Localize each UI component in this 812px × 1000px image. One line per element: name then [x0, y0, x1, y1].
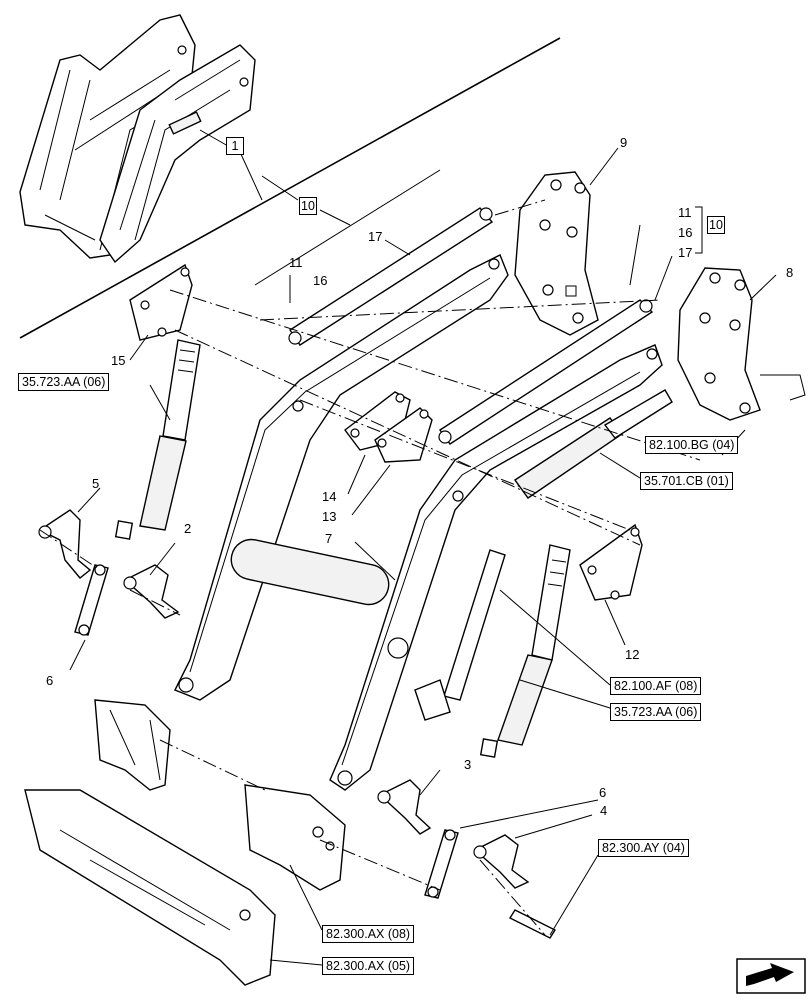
leader-1b — [239, 151, 263, 201]
group-10-bracket-line — [254, 169, 441, 286]
leader-10a — [319, 209, 351, 226]
ref-35-701-cb[interactable]: 35.701.CB (01) — [640, 472, 733, 490]
lower-links-right — [377, 779, 557, 939]
section-divider-line — [19, 37, 561, 339]
alignment-lines — [39, 199, 701, 936]
callout-16a: 16 — [313, 273, 328, 288]
leveling-cylinder — [514, 389, 673, 499]
leader-1c — [261, 175, 299, 201]
lower-links-left — [38, 509, 180, 636]
mounting-frame-upper — [94, 699, 171, 791]
callout-9: 9 — [620, 135, 628, 150]
loader-overview-thumbnail — [19, 14, 256, 264]
lift-arm-frame — [174, 254, 663, 791]
callout-11a: 11 — [289, 255, 303, 270]
shock-absorber-left — [114, 339, 201, 540]
callout-17a: 17 — [368, 229, 383, 244]
callout-6b: 6 — [599, 785, 607, 800]
callout-5: 5 — [92, 476, 100, 491]
cylinder-plate-right — [579, 523, 643, 601]
shock-absorber-right — [479, 544, 571, 758]
group-bracket — [695, 206, 703, 254]
cross-tube-upper — [288, 207, 494, 346]
ref-35-723-aa-lower[interactable]: 35.723.AA (06) — [610, 703, 702, 721]
ref-82-100-bg[interactable]: 82.100.BG (04) — [645, 436, 739, 454]
callout-4: 4 — [600, 803, 608, 818]
leader-lines — [69, 147, 777, 966]
callout-8: 8 — [786, 265, 794, 280]
ref-35-723-aa-upper[interactable]: 35.723.AA (06) — [18, 373, 110, 391]
link-plates — [344, 391, 433, 463]
callout-2: 2 — [184, 521, 192, 536]
indicator-rod — [414, 549, 506, 721]
cylinder-plate-left — [129, 263, 193, 341]
callout-7: 7 — [325, 531, 333, 546]
callout-14: 14 — [322, 489, 337, 504]
attachment-bracket-left — [514, 171, 599, 336]
callout-11b: 11 — [678, 205, 692, 220]
next-page-arrow-icon[interactable] — [736, 958, 806, 994]
cross-tube-lower — [438, 299, 654, 445]
callout-16b: 16 — [678, 225, 693, 240]
mounting-frame-middle — [244, 784, 346, 891]
leader-1 — [199, 129, 229, 147]
attachment-bracket-right — [677, 267, 806, 421]
callout-12: 12 — [625, 647, 640, 662]
callout-13: 13 — [322, 509, 337, 524]
boxed-callout-10a: 10 — [299, 197, 317, 215]
boxed-callout-10b: 10 — [707, 216, 725, 234]
ref-82-100-af[interactable]: 82.100.AF (08) — [610, 677, 702, 695]
ref-82-300-ax-08[interactable]: 82.300.AX (08) — [322, 925, 415, 943]
boxed-callout-1: 1 — [226, 137, 244, 155]
ref-82-300-ax-05[interactable]: 82.300.AX (05) — [322, 957, 415, 975]
callout-3: 3 — [464, 757, 472, 772]
callout-17b: 17 — [678, 245, 693, 260]
ref-82-300-ay[interactable]: 82.300.AY (04) — [598, 839, 689, 857]
mounting-frame-lower — [24, 789, 276, 986]
callout-6a: 6 — [46, 673, 54, 688]
callout-15: 15 — [111, 353, 126, 368]
